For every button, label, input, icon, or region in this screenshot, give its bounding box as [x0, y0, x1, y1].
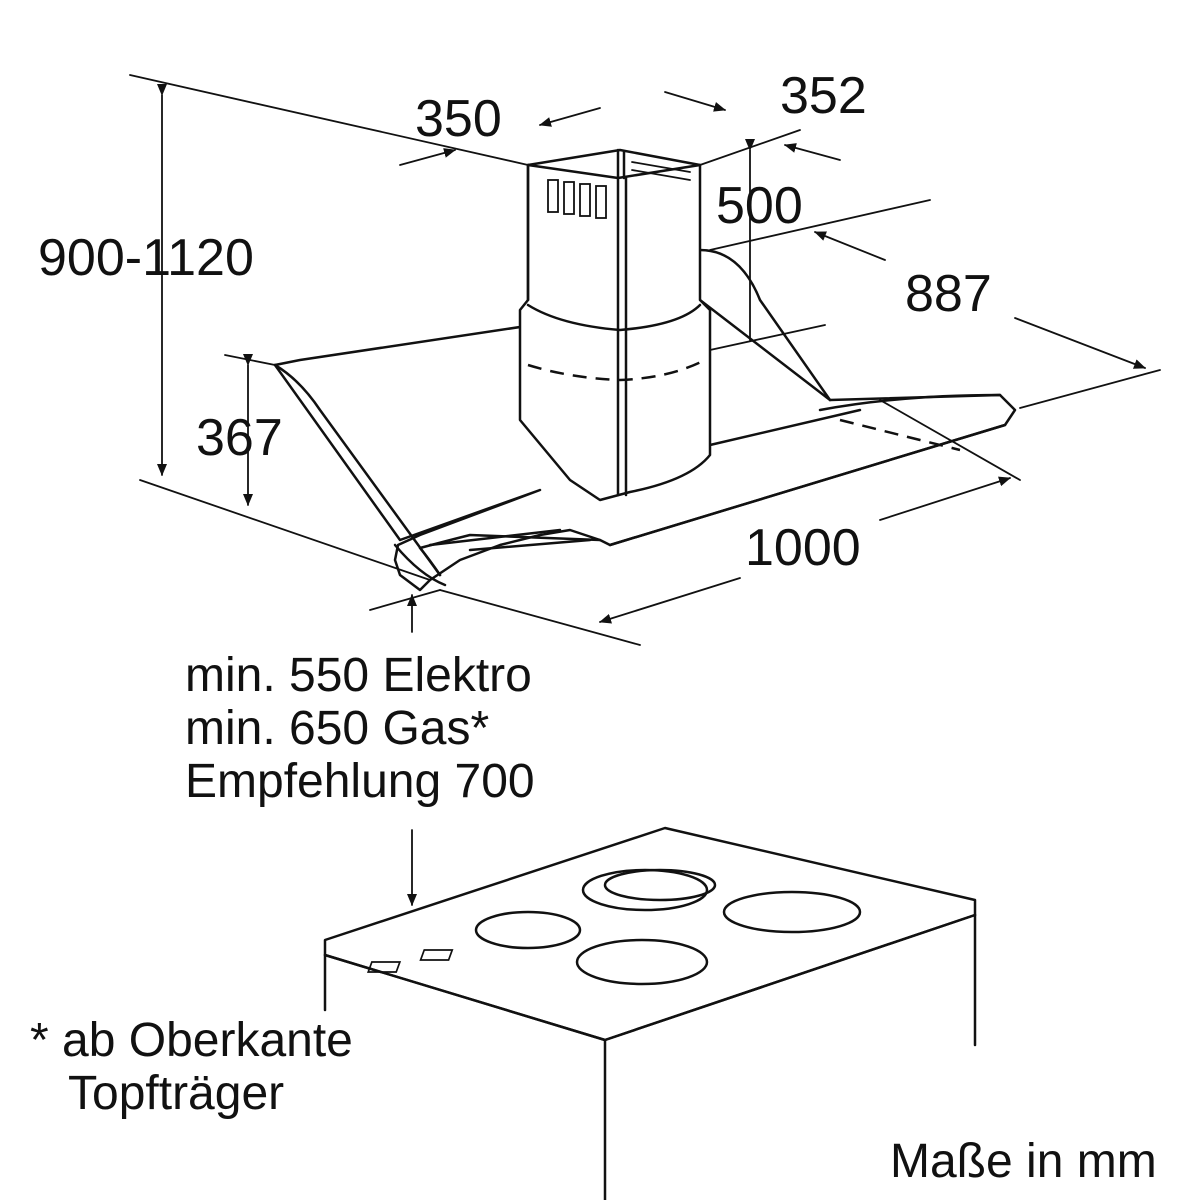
- units-note: Maße in mm: [890, 1135, 1157, 1188]
- footnote-line-2: Topfträger: [68, 1067, 285, 1120]
- cooktop: [323, 826, 977, 1200]
- dim-chimney-width: 350: [415, 90, 502, 148]
- dim-canopy-height: 367: [196, 409, 283, 467]
- mounting-height-electric: min. 550 Elektro: [185, 649, 532, 702]
- dim-chimney-depth: 352: [780, 67, 867, 125]
- mounting-height-gas: min. 650 Gas*: [185, 702, 490, 755]
- dim-hood-depth: 887: [905, 265, 992, 323]
- dim-hood-width: 1000: [745, 519, 861, 577]
- dim-overall-height: 900-1120: [38, 229, 254, 287]
- burner-front-left-icon: [474, 910, 582, 950]
- burner-right-icon: [722, 890, 862, 934]
- vent-slots-icon: [547, 161, 691, 219]
- control-panel-icon: [366, 961, 402, 973]
- mounting-height-recommendation: Empfehlung 700: [185, 755, 535, 808]
- dim-chimney-upper-height: 500: [716, 177, 803, 235]
- burner-front-center-icon: [575, 938, 709, 986]
- footnote-line-1: * ab Oberkante: [30, 1014, 353, 1067]
- chimney-duct: [518, 148, 712, 502]
- dimension-lines: [129, 74, 1161, 906]
